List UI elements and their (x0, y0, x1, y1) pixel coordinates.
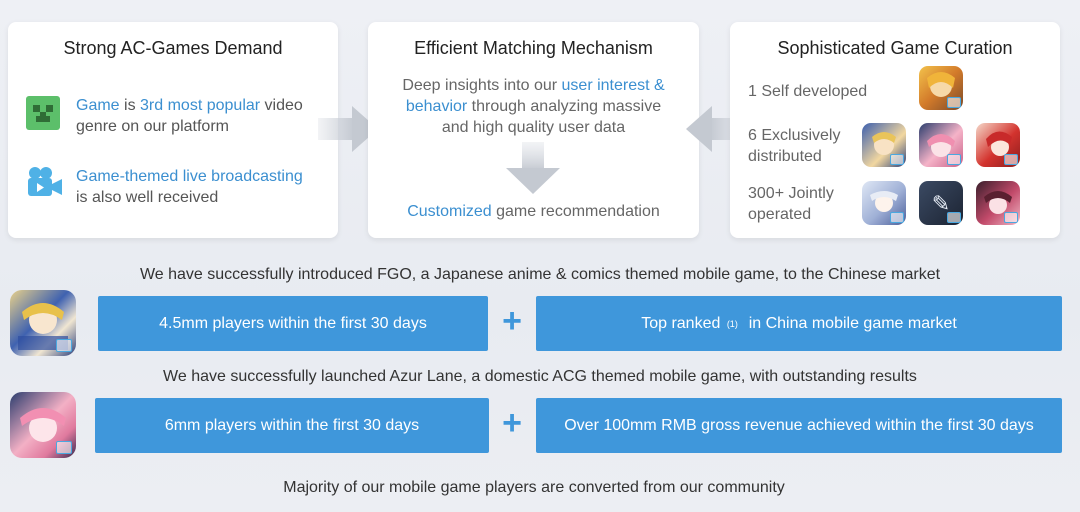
exclusive-line1: 6 Exclusively (748, 127, 841, 144)
exclusive-game-icon-1[interactable] (862, 123, 906, 167)
jointly-line2: operated (748, 206, 812, 223)
exclusive-game-icon-2[interactable] (919, 123, 963, 167)
arrow-down-icon (506, 142, 560, 194)
joint-game-icon-3[interactable] (976, 181, 1020, 225)
svg-text:✎: ✎ (932, 192, 950, 217)
demand-item-2: Game-themed live broadcasting is also we… (76, 166, 336, 208)
video-camera-icon (26, 164, 64, 200)
user-interest-term: user interest & (561, 77, 665, 94)
matching-text-2: through analyzing massive (467, 98, 662, 115)
matching-text-1: Deep insights into our (402, 77, 562, 94)
curation-title: Sophisticated Game Curation (777, 38, 1013, 58)
demand-text-video: video (260, 97, 303, 114)
demand-item-1: Game is 3rd most popular video genre on … (76, 95, 336, 137)
exclusive-game-icon-3[interactable] (976, 123, 1020, 167)
self-developed-label: 1 Self developed (748, 83, 868, 100)
popular-term: 3rd most popular (140, 97, 261, 114)
azur-intro: We have successfully launched Azur Lane,… (163, 368, 917, 385)
matching-title: Efficient Matching Mechanism (414, 38, 653, 58)
fgo-intro: We have successfully introduced FGO, a J… (139, 266, 941, 283)
demand-title: Strong AC-Games Demand (63, 38, 283, 58)
azur-lane-game-icon[interactable] (10, 392, 76, 458)
jointly-label: 300+ Jointly operated (748, 183, 834, 225)
jointly-line1: 300+ Jointly (748, 185, 834, 202)
fgo-ranking-banner: Top ranked (1) in China mobile game mark… (536, 296, 1062, 351)
curation-card: Sophisticated Game Curation 1 Self devel… (730, 22, 1060, 238)
fgo-players-banner: 4.5mm players within the first 30 days (98, 296, 488, 351)
azur-revenue-banner: Over 100mm RMB gross revenue achieved wi… (536, 398, 1062, 453)
exclusive-line2: distributed (748, 148, 822, 165)
behavior-term: behavior (405, 98, 468, 115)
self-developed-game-icon[interactable] (919, 66, 963, 110)
arrow-right-icon (318, 106, 378, 152)
azur-plus-icon: + (502, 404, 522, 442)
matching-description: Deep insights into our user interest & b… (368, 75, 699, 138)
customized-term: Customized (407, 203, 492, 220)
demand-item-1-line2: genre on our platform (76, 118, 229, 135)
fgo-ranking-text-2: in China mobile game market (739, 314, 957, 332)
fgo-plus-icon: + (502, 302, 522, 340)
demand-item-2-line2: is also well received (76, 189, 219, 206)
footer-text: Majority of our mobile game players are … (283, 479, 785, 496)
live-broadcast-term: Game-themed live broadcasting (76, 168, 303, 185)
game-block-icon (26, 96, 60, 130)
matching-text-3: and high quality user data (441, 119, 626, 136)
matching-result: Customized game recommendation (368, 201, 699, 222)
exclusive-label: 6 Exclusively distributed (748, 125, 840, 167)
joint-game-icon-1[interactable] (862, 181, 906, 225)
demand-text-is: is (119, 97, 141, 114)
azur-players-banner: 6mm players within the first 30 days (95, 398, 489, 453)
footnote-marker: (1) (726, 318, 738, 329)
matching-card: Efficient Matching Mechanism Deep insigh… (368, 22, 699, 238)
game-term: Game (76, 97, 120, 114)
fgo-game-icon[interactable] (10, 290, 76, 356)
joint-game-icon-2[interactable]: ✎ (919, 181, 963, 225)
demand-card: Strong AC-Games Demand Game is 3rd most … (8, 22, 338, 238)
fgo-ranking-text: Top ranked (641, 314, 725, 332)
recommendation-text: game recommendation (491, 203, 660, 220)
